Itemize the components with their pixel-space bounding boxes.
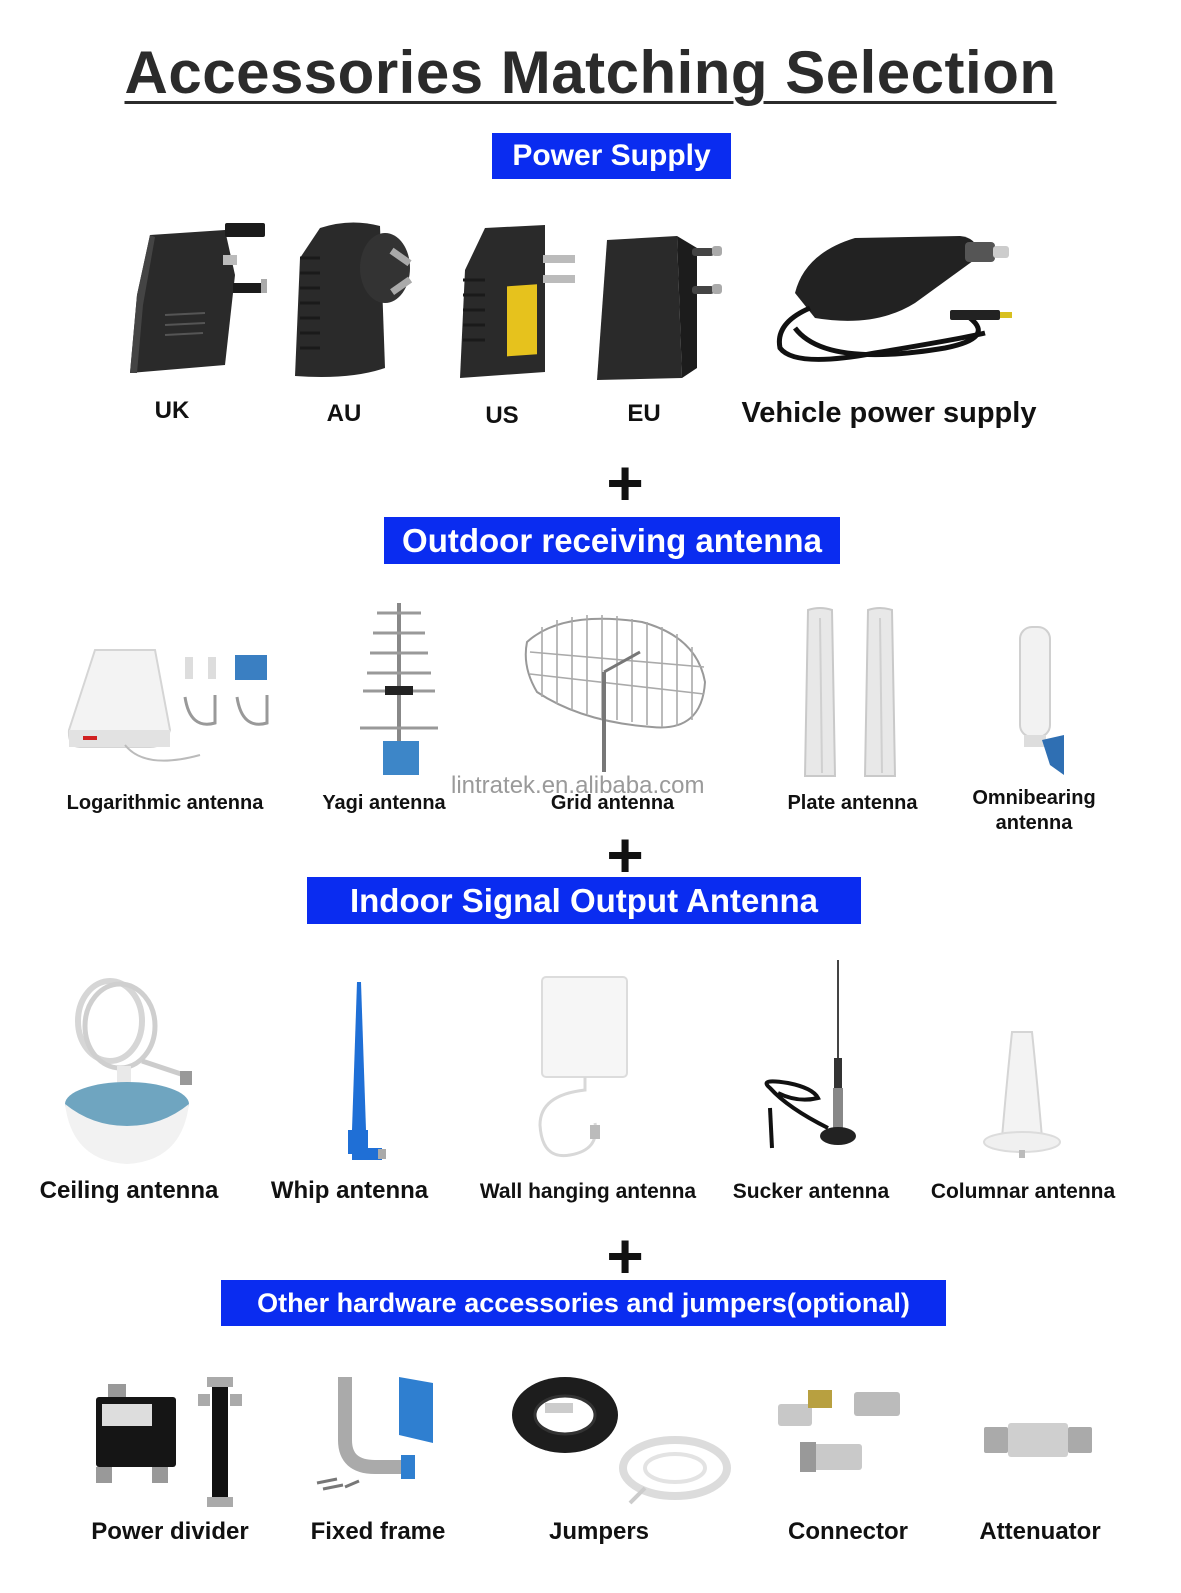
whip-antenna-icon bbox=[348, 982, 386, 1160]
hardware-label-fixed-frame: Fixed frame bbox=[310, 1518, 446, 1545]
power-label-au: AU bbox=[326, 400, 362, 427]
power-label-uk: UK bbox=[154, 397, 190, 424]
hardware-accessories-heading: Other hardware accessories and jumpers(o… bbox=[221, 1280, 946, 1326]
hardware-label-connector: Connector bbox=[788, 1518, 908, 1545]
outdoor-label-omni-line2: antenna bbox=[995, 812, 1073, 834]
outdoor-label-log: Logarithmic antenna bbox=[66, 792, 264, 814]
indoor-label-wall: Wall hanging antenna bbox=[479, 1180, 697, 1203]
connector-icon bbox=[778, 1390, 900, 1472]
grid-antenna-icon bbox=[524, 615, 707, 772]
hardware-label-power-divider: Power divider bbox=[91, 1518, 249, 1545]
indoor-label-whip: Whip antenna bbox=[270, 1177, 429, 1204]
eu-plug-adapter-icon bbox=[597, 236, 722, 380]
power-label-us: US bbox=[485, 402, 519, 429]
omni-antenna-icon bbox=[1019, 626, 1064, 775]
uk-plug-adapter-icon bbox=[130, 223, 267, 373]
hardware-label-attenuator: Attenuator bbox=[979, 1518, 1101, 1545]
outdoor-antenna-heading: Outdoor receiving antenna bbox=[384, 517, 840, 564]
attenuator-icon bbox=[984, 1423, 1092, 1457]
power-label-eu: EU bbox=[627, 400, 661, 427]
outdoor-label-yagi: Yagi antenna bbox=[322, 792, 446, 814]
power-divider-icon bbox=[96, 1377, 242, 1507]
indoor-label-sucker: Sucker antenna bbox=[732, 1180, 890, 1203]
plus-sign-3: + bbox=[606, 1220, 644, 1292]
power-supply-heading: Power Supply bbox=[492, 133, 731, 179]
wall-antenna-icon bbox=[538, 976, 628, 1158]
magnetic-antenna-icon bbox=[764, 960, 856, 1149]
yagi-antenna-icon bbox=[360, 603, 438, 775]
ceiling-antenna-icon bbox=[65, 978, 192, 1164]
cable-coil-icon bbox=[512, 1377, 731, 1505]
indoor-antenna-heading: Indoor Signal Output Antenna bbox=[307, 877, 861, 924]
power-label-vehicle: Vehicle power supply bbox=[741, 397, 1037, 429]
panel-antenna-icon bbox=[803, 607, 897, 777]
log-periodic-antenna-icon bbox=[67, 649, 269, 762]
outdoor-label-omni-line1: Omnibearing bbox=[972, 787, 1096, 809]
indoor-label-columnar: Columnar antenna bbox=[930, 1180, 1116, 1203]
plus-sign-1: + bbox=[606, 447, 644, 519]
page-title: Accessories Matching Selection bbox=[124, 39, 1057, 106]
hardware-label-jumpers: Jumpers bbox=[548, 1518, 650, 1545]
us-plug-adapter-icon bbox=[460, 225, 575, 378]
outdoor-label-plate: Plate antenna bbox=[787, 792, 918, 814]
indoor-label-ceiling: Ceiling antenna bbox=[39, 1177, 219, 1204]
outdoor-label-grid: Grid antenna bbox=[550, 792, 675, 814]
columnar-antenna-icon bbox=[983, 1031, 1061, 1158]
au-plug-adapter-icon bbox=[295, 222, 413, 377]
car-charger-icon bbox=[776, 236, 1012, 362]
watermark: lintratek.en.alibaba.com bbox=[451, 772, 705, 799]
plus-sign-2: + bbox=[606, 819, 644, 891]
mounting-bracket-icon bbox=[316, 1377, 433, 1491]
